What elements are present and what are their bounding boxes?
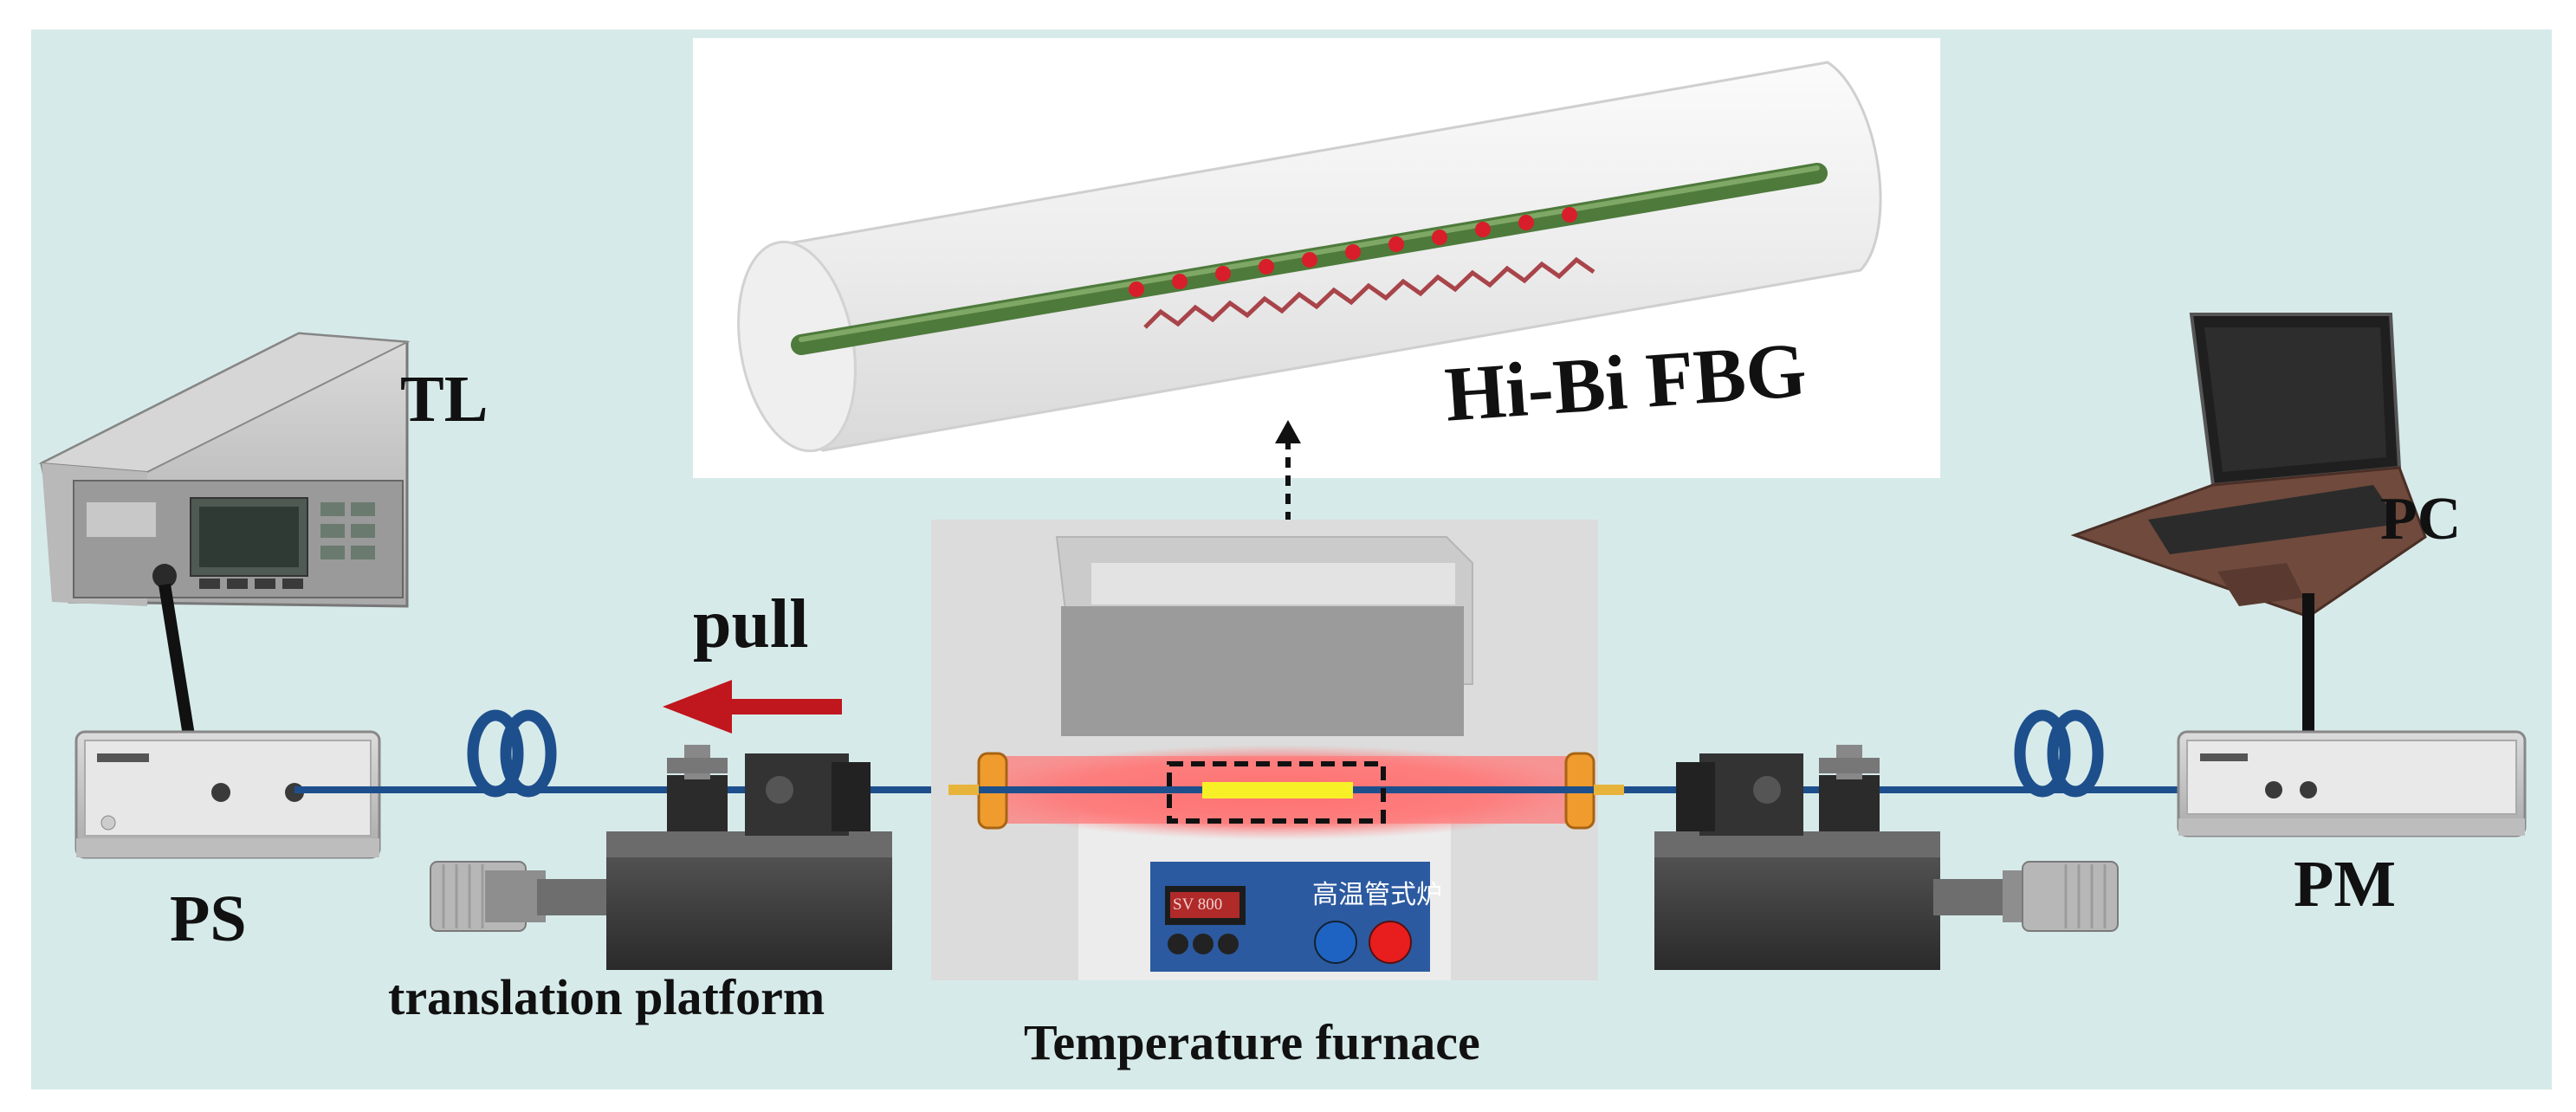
fbg-inset	[693, 38, 1940, 478]
translation-stage-icon	[1654, 745, 2119, 970]
fbg-segment	[1202, 782, 1353, 798]
label-pull: pull	[693, 586, 809, 663]
polarization-scrambler-icon	[74, 730, 381, 859]
tube-furnace-icon	[931, 520, 1624, 980]
label-pc: PC	[2380, 486, 2462, 553]
sv-display: SV 800	[1173, 895, 1223, 914]
label-translation-platform: translation platform	[388, 969, 825, 1025]
fbg-zoom-box	[1167, 761, 1386, 824]
label-tl: TL	[400, 363, 489, 436]
grating-points	[1129, 207, 1577, 297]
laptop-icon	[2070, 313, 2427, 618]
power-meter-icon	[2177, 730, 2527, 837]
tunable-laser-icon	[38, 332, 411, 608]
index-modulation-icon	[1143, 256, 1595, 329]
furnace-chinese-label: 高温管式炉	[1312, 880, 1442, 910]
label-temperature-furnace: Temperature furnace	[1024, 1014, 1480, 1070]
fiber-coil-icon	[467, 709, 557, 798]
fiber-coil-icon	[2014, 709, 2104, 798]
label-ps: PS	[170, 882, 247, 955]
label-pm: PM	[2294, 848, 2397, 921]
pull-arrow-icon	[663, 680, 842, 734]
translation-stage-icon	[430, 745, 892, 970]
